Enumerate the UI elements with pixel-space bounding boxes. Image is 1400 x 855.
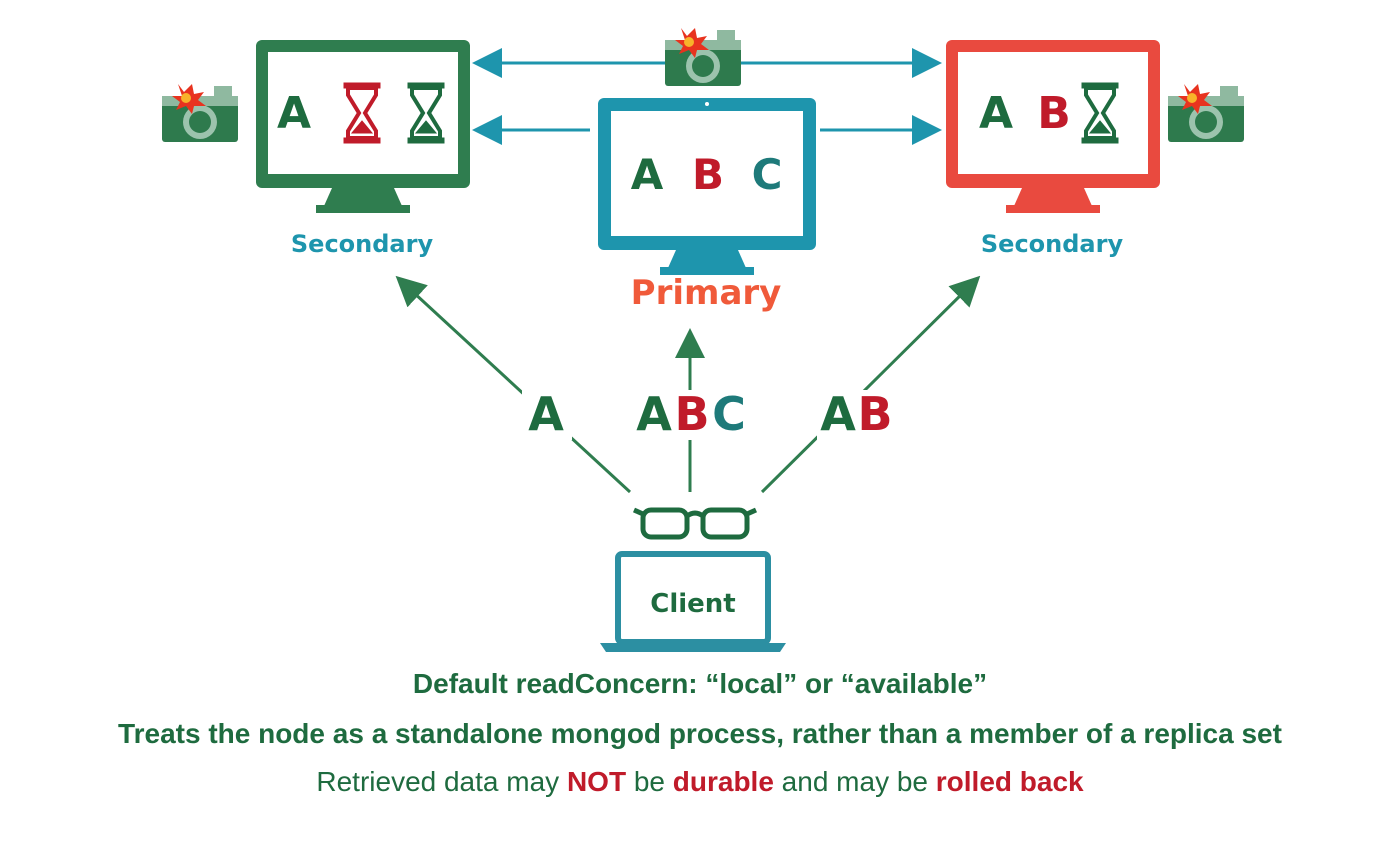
monitor-icon — [946, 40, 1160, 213]
caption-text: Retrieved data may — [316, 766, 567, 797]
camera-icon — [665, 28, 741, 86]
monitor-icon — [598, 98, 816, 275]
secondary-right-screen-value-a: A — [979, 88, 1013, 139]
read-left-value: A — [528, 387, 564, 441]
primary-screen-value-c: C — [752, 150, 783, 199]
secondary-right-screen-value-b: B — [1037, 88, 1071, 139]
monitor-icon — [256, 40, 470, 213]
caption-emphasis-rolled-back: rolled back — [935, 766, 1084, 797]
read-right-value-a: A — [820, 387, 856, 441]
read-right-value-b: B — [857, 387, 892, 441]
caption-default-readconcern: Default readConcern: “local” or “availab… — [412, 668, 988, 699]
caption-standalone: Treats the node as a standalone mongod p… — [118, 718, 1282, 749]
primary-screen-value-b: B — [692, 150, 724, 199]
glasses-icon — [632, 507, 758, 540]
secondary-right-label: Secondary — [981, 230, 1124, 258]
secondary-left-screen-value: A — [277, 88, 311, 139]
caption-emphasis-durable: durable — [672, 766, 774, 797]
replication-arrows — [472, 48, 942, 145]
caption-text: and may be — [773, 766, 936, 797]
read-middle-value-b: B — [674, 387, 709, 441]
read-middle-value-a: A — [636, 387, 672, 441]
read-results: A A B C A B — [522, 387, 897, 441]
caption-durability: Retrieved data may NOT be durable and ma… — [0, 766, 1400, 798]
laptop-icon — [600, 551, 786, 652]
read-middle-value-c: C — [712, 387, 746, 441]
camera-icon — [162, 84, 238, 142]
read-arrow-left — [395, 275, 632, 494]
primary-label: Primary — [631, 273, 782, 313]
secondary-left-label: Secondary — [291, 230, 434, 258]
primary-screen-value-a: A — [631, 150, 664, 199]
client-label: Client — [650, 589, 735, 619]
read-arrow-right — [760, 275, 981, 494]
camera-icon — [1168, 84, 1244, 142]
caption-emphasis-not: NOT — [566, 766, 627, 797]
caption-text: be — [626, 766, 673, 797]
